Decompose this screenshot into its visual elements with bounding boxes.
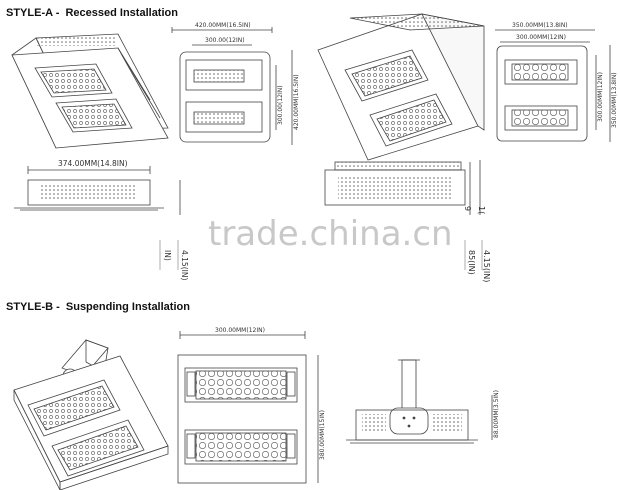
dim-a2-top-outer: 350.00MM(13.8IN) <box>512 22 568 29</box>
dim-a1-side-inner: 300.00(12IN) <box>277 85 284 125</box>
dim-a1-depth-in2: IN) <box>163 250 172 261</box>
dim-a2-side-outer: 350.00MM(13.8IN) <box>611 72 618 128</box>
b-perspective-view <box>13 339 169 490</box>
b-side-view <box>346 359 493 444</box>
style-a-title: STYLE-A - Recessed Installation <box>6 7 178 19</box>
dim-a2-side-inner: 300.00MM(12IN) <box>597 72 604 122</box>
a1-top-view <box>171 27 293 145</box>
a1-perspective-view <box>11 33 169 149</box>
dim-a2-depth-in1: 85(IN) <box>467 250 476 275</box>
dim-a2-top-inner: 300.00MM(12IN) <box>516 34 566 41</box>
dim-a1-side-width: 374.00MM(14.8IN) <box>58 159 128 168</box>
dim-a2-depth-b: 1( <box>477 206 486 214</box>
watermark: trade.china.cn <box>208 214 453 254</box>
dim-a2-depth-a: 9 <box>463 206 472 211</box>
a2-perspective-view <box>317 13 485 161</box>
a2-top-view <box>495 29 611 142</box>
dim-b-depth: 88.00MM(3.5IN) <box>493 390 500 438</box>
style-b-title: STYLE-B - Suspending Installation <box>6 301 190 313</box>
a2-side-view <box>324 160 483 270</box>
b-front-view <box>177 331 319 484</box>
dim-a1-top-inner: 300.00(12IN) <box>205 37 245 44</box>
dim-b-top: 300.00MM(12IN) <box>215 327 265 334</box>
dim-a1-top-outer: 420.00MM(16.5IN) <box>195 22 251 29</box>
dim-a2-depth-in2: 4.15(IN) <box>482 250 491 282</box>
dim-a1-side-outer: 420.00MM(16.5IN) <box>293 74 300 130</box>
dim-b-side: 380.00MM(15IN) <box>319 410 326 460</box>
dim-a1-depth-in: 4.15(IN) <box>180 250 189 280</box>
a1-side-view <box>14 166 181 270</box>
